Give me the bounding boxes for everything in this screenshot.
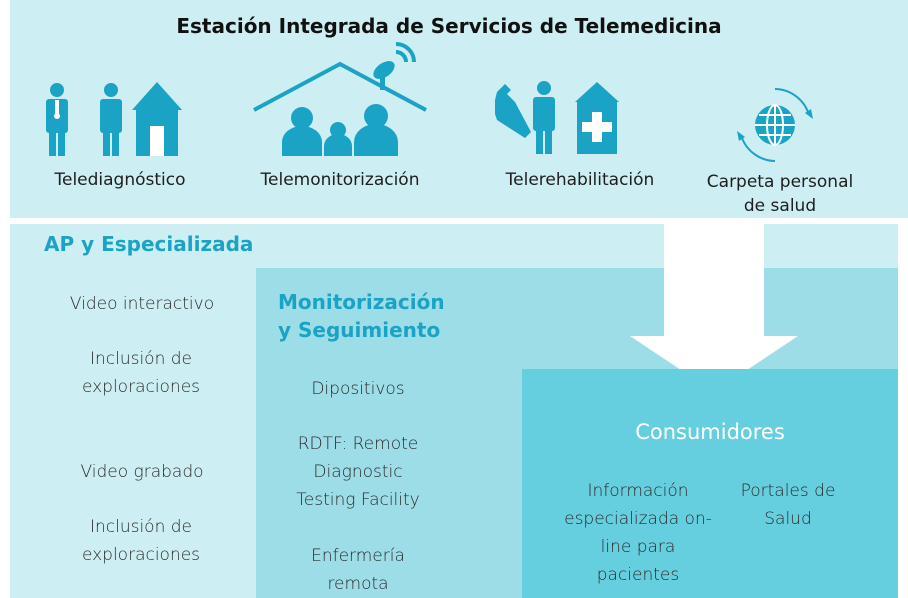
ap-item: Inclusión de exploraciones (81, 349, 201, 397)
page-title: Estación Integrada de Servicios de Telem… (176, 14, 722, 38)
ap-item: Video interactivo (69, 294, 215, 314)
service-label-carpeta: Carpeta personal de salud (706, 172, 854, 216)
down-arrow-icon (630, 222, 798, 392)
globe-sync-icon (737, 88, 813, 162)
consumidores-item: Portales de Salud (740, 481, 836, 529)
consumidores-panel (522, 369, 898, 598)
ap-item: Inclusión de exploraciones (81, 517, 201, 565)
monitorizacion-item: Dipositivos (311, 379, 405, 399)
service-label-telediagnostico: Telediagnóstico (54, 170, 186, 190)
ap-item: Video grabado (80, 462, 204, 482)
monitorizacion-item: RDTF: Remote Diagnostic Testing Facility (296, 434, 420, 510)
wrench-person-clinic-icon (495, 81, 619, 154)
consumidores-heading: Consumidores (635, 420, 785, 444)
monitorizacion-heading-line1: Monitorización (278, 290, 445, 314)
consumidores-item: Información especializada on-line para p… (564, 481, 712, 585)
doctor-patient-house-icon (46, 82, 182, 156)
house-family-satellite-icon (253, 42, 427, 156)
service-label-telerehabilitacion: Telerehabilitación (505, 170, 655, 190)
monitorizacion-heading-line2: y Seguimiento (278, 318, 441, 342)
service-label-telemonitorizacion: Telemonitorización (260, 170, 420, 190)
ap-heading: AP y Especializada (44, 232, 254, 256)
monitorizacion-item: Enfermería remota (311, 546, 405, 594)
